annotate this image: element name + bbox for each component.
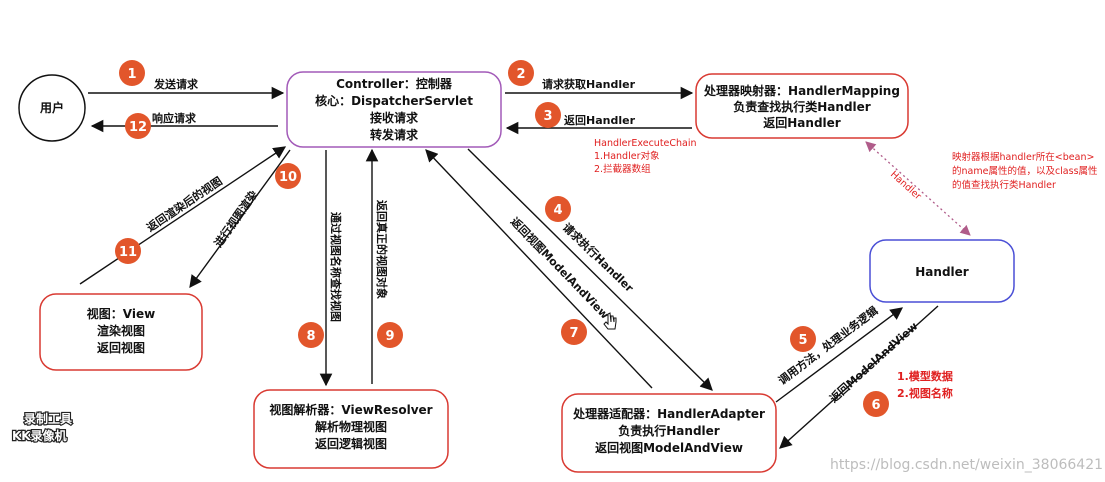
mapping-note-line-1: 映射器根据handler所在<bean> [952, 151, 1094, 163]
badge-8: 8 [298, 322, 324, 348]
handler-mapping-title: 处理器映射器：HandlerMapping [703, 83, 900, 98]
view-resolver-title: 视图解析器：ViewResolver [269, 402, 432, 417]
recorder-watermark: 录制工具 KK录像机 [11, 410, 73, 444]
arrow-5 [775, 307, 904, 403]
svg-text:1: 1 [127, 67, 136, 82]
view-resolver-node: 视图解析器：ViewResolver 解析物理视图 返回逻辑视图 [253, 389, 449, 469]
svg-text:10: 10 [279, 170, 297, 185]
model-note-1: 1.模型数据 [897, 369, 953, 383]
view-return: 返回视图 [97, 340, 145, 355]
badge-4: 4 [545, 196, 571, 222]
recorder-watermark-line-2: KK录像机 [12, 428, 67, 443]
user-label: 用户 [39, 100, 64, 115]
controller-title: Controller：控制器 [336, 76, 453, 91]
execution-chain-item-1: 1.Handler对象 [594, 150, 660, 162]
label-2: 请求获取Handler [542, 77, 636, 91]
badge-9: 9 [377, 322, 403, 348]
arrow-11 [79, 146, 287, 285]
handler-adapter-exec: 负责执行Handler [618, 423, 720, 438]
controller-node: Controller：控制器 核心：DispatcherServlet 接收请求… [286, 71, 502, 148]
label-7: 返回视图ModelAndView [508, 214, 612, 321]
svg-text:12: 12 [129, 120, 147, 135]
arrow-10 [189, 149, 291, 289]
svg-text:3: 3 [543, 109, 552, 124]
handler-label: Handler [915, 265, 969, 279]
view-render: 渲染视图 [97, 323, 145, 338]
mapping-note: 映射器根据handler所在<bean> 的name属性的值，以及class属性… [952, 151, 1098, 191]
svg-text:11: 11 [119, 245, 137, 260]
handler-mapping-node: 处理器映射器：HandlerMapping 负责查找执行类Handler 返回H… [695, 73, 909, 139]
handler-dashed-link [865, 141, 971, 236]
label-1: 发送请求 [153, 77, 199, 91]
controller-forward: 转发请求 [370, 127, 419, 142]
label-12: 响应请求 [152, 111, 197, 125]
arrow-6 [779, 305, 939, 449]
label-9: 返回真正的视图对象 [375, 200, 389, 299]
label-3: 返回Handler [564, 113, 636, 127]
controller-receive: 接收请求 [370, 110, 419, 125]
view-title: 视图：View [87, 306, 155, 321]
label-10: 进行视图渲染 [211, 187, 261, 250]
badge-10: 10 [275, 163, 301, 189]
handler-link-label: Handler [888, 169, 923, 202]
mapping-note-line-3: 的值查找执行类Handler [952, 179, 1056, 191]
url-watermark: https://blog.csdn.net/weixin_38066421 [830, 457, 1103, 473]
badge-11: 11 [115, 238, 141, 264]
svg-text:8: 8 [306, 329, 315, 344]
controller-core: 核心：DispatcherServlet [315, 93, 473, 108]
svg-text:2: 2 [516, 67, 525, 82]
badge-7: 7 [561, 319, 587, 345]
label-11: 返回渲染后的视图 [144, 174, 225, 235]
execution-chain-item-2: 2.拦截器数组 [594, 163, 651, 175]
recorder-watermark-line-1: 录制工具 [24, 411, 72, 426]
svg-text:6: 6 [871, 398, 880, 413]
mapping-note-line-2: 的name属性的值，以及class属性 [952, 165, 1098, 177]
handler-adapter-title: 处理器适配器：HandlerAdapter [572, 406, 765, 421]
badge-12: 12 [125, 113, 151, 139]
badge-2: 2 [508, 60, 534, 86]
handler-mapping-return: 返回Handler [763, 115, 841, 130]
svg-text:9: 9 [385, 329, 394, 344]
svg-text:5: 5 [798, 333, 807, 348]
arrow-7 [425, 149, 653, 389]
handler-adapter-return: 返回视图ModelAndView [595, 440, 743, 455]
badge-3: 3 [535, 102, 561, 128]
execution-chain-title: HandlerExecuteChain [594, 138, 697, 149]
model-notes: 1.模型数据 2.视图名称 [897, 369, 953, 400]
handler-adapter-node: 处理器适配器：HandlerAdapter 负责执行Handler 返回视图Mo… [561, 393, 777, 473]
badge-6: 6 [863, 391, 889, 417]
view-resolver-return: 返回逻辑视图 [315, 436, 387, 451]
handler-mapping-desc: 负责查找执行类Handler [733, 99, 871, 114]
badge-1: 1 [119, 60, 145, 86]
view-node: 视图：View 渲染视图 返回视图 [39, 293, 203, 371]
svg-text:7: 7 [569, 326, 578, 341]
view-resolver-parse: 解析物理视图 [315, 419, 387, 434]
user-node: 用户 [18, 74, 86, 142]
label-8: 通过视图名称查找视图 [329, 212, 343, 322]
execution-chain-note: HandlerExecuteChain 1.Handler对象 2.拦截器数组 [594, 138, 697, 175]
hand-cursor-icon [603, 312, 617, 330]
arrow-4 [467, 148, 713, 391]
svg-text:4: 4 [553, 203, 562, 218]
handler-node: Handler [869, 239, 1015, 303]
model-note-2: 2.视图名称 [897, 386, 953, 400]
badge-5: 5 [790, 326, 816, 352]
